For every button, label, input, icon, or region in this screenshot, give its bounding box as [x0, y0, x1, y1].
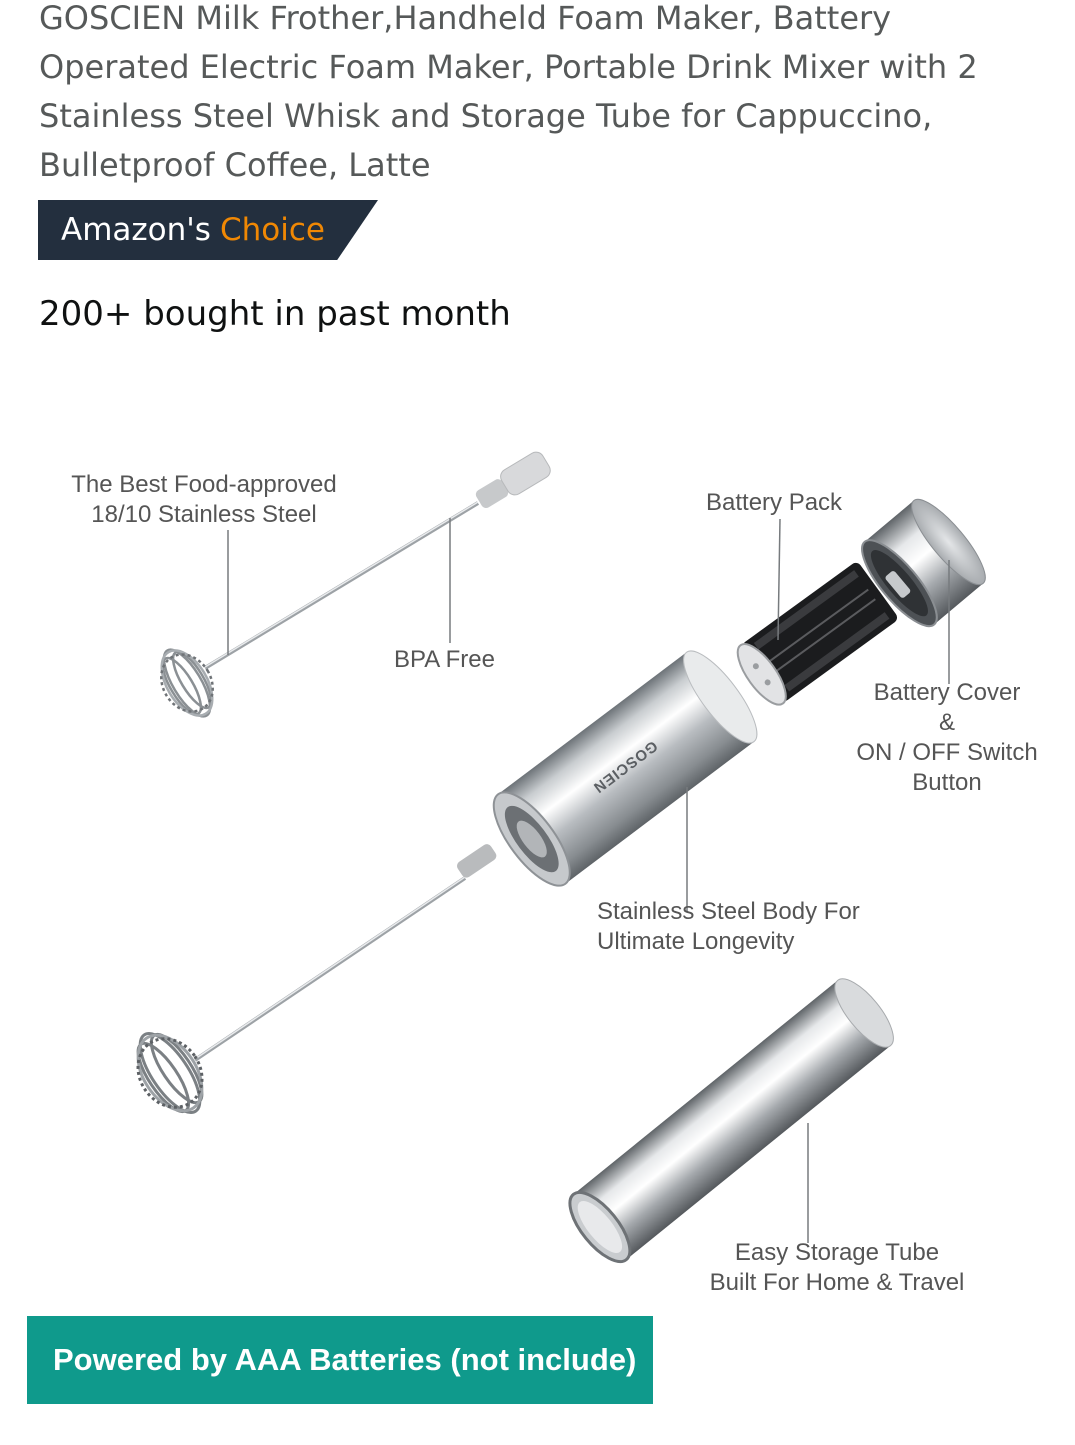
label-battery-cover: Battery Cover & ON / OFF Switch Button	[856, 679, 1038, 796]
bought-count: 200+ bought in past month	[39, 294, 511, 334]
batteries-banner: Powered by AAA Batteries (not include)	[27, 1316, 653, 1404]
badge-accent: Choice	[219, 212, 325, 248]
label-storage-tube: Easy Storage Tube Built For Home & Trave…	[709, 1239, 965, 1296]
frother-body: GOSCIEN	[492, 650, 758, 887]
whisk-top	[160, 451, 551, 718]
battery-cover	[861, 498, 986, 628]
badge-prefix: Amazon's	[61, 212, 211, 248]
leader-lines	[227, 518, 950, 1243]
label-battery-pack: Battery Pack	[706, 489, 843, 516]
storage-tube	[568, 978, 894, 1264]
battery-pack	[736, 562, 898, 706]
label-body: Stainless Steel Body For Ultimate Longev…	[597, 898, 860, 955]
whisk-bottom	[136, 844, 497, 1114]
product-title: GOSCIEN Milk Frother,Handheld Foam Maker…	[39, 0, 978, 184]
product-illustration: GOSCIEN	[136, 451, 986, 1264]
label-whisk-steel: The Best Food-approved 18/10 Stainless S…	[71, 471, 337, 528]
label-bpa-free: BPA Free	[394, 646, 495, 673]
product-image[interactable]: GOSCIEN	[0, 440, 1075, 1440]
